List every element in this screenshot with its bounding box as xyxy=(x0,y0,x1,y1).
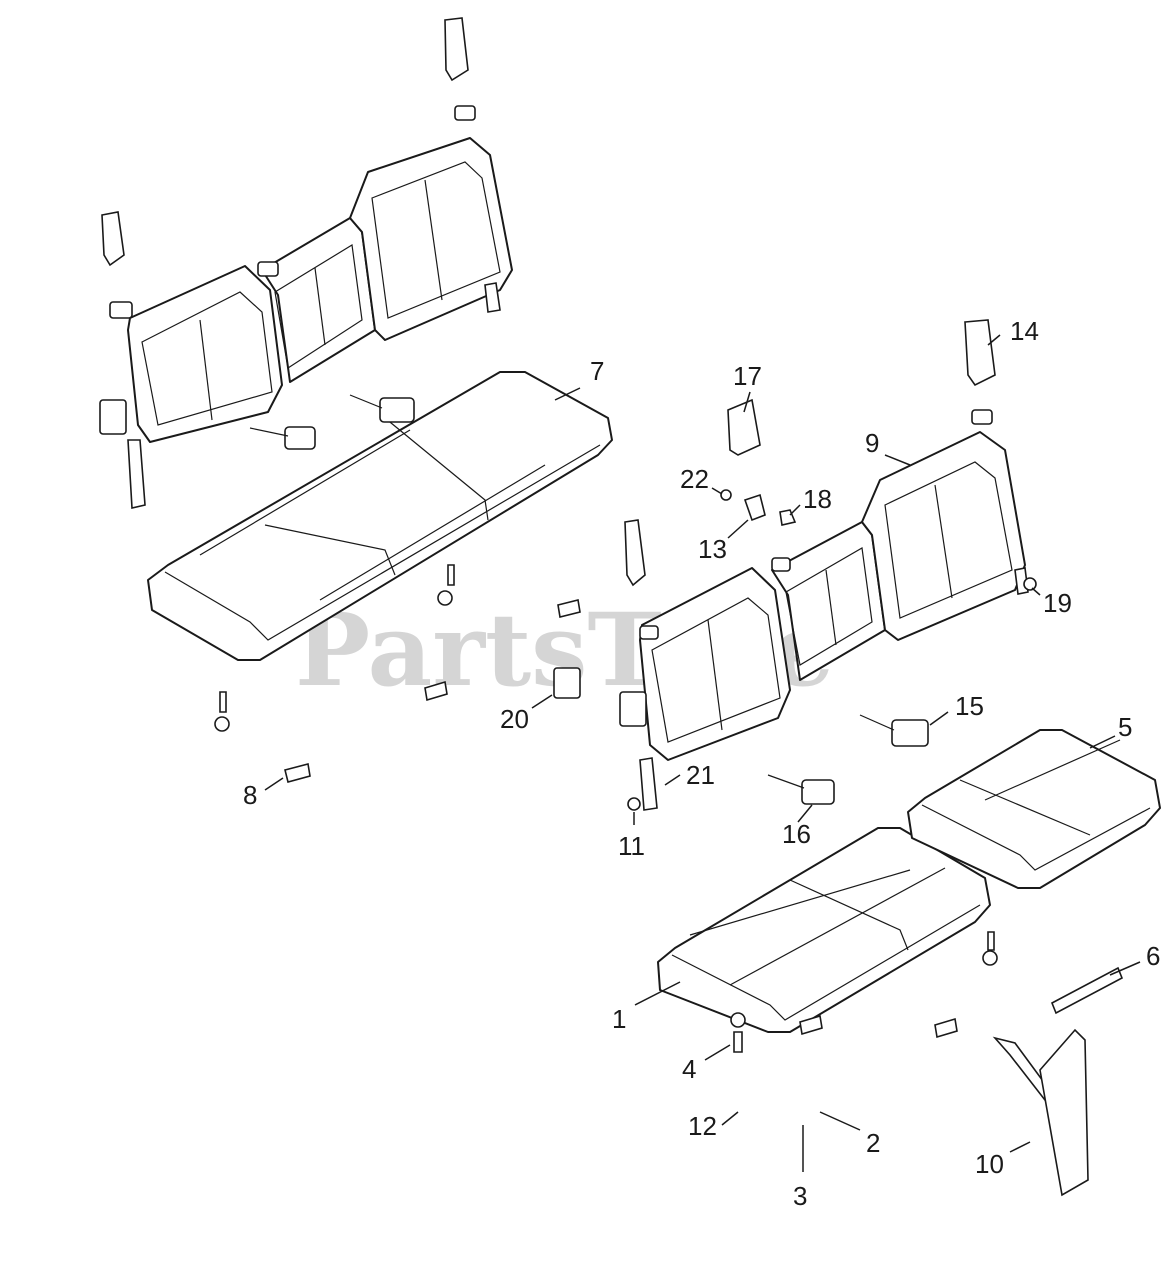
callout-3[interactable]: 3 xyxy=(793,1181,807,1211)
callout-14[interactable]: 14 xyxy=(1010,316,1039,346)
stud-rear xyxy=(447,564,455,586)
nut-12 xyxy=(730,1012,746,1028)
clip-13 xyxy=(743,493,766,522)
callout-19[interactable]: 19 xyxy=(1043,588,1072,618)
stud-4 xyxy=(733,1031,743,1053)
buckle-rear-top xyxy=(454,105,476,121)
front-seat-backrest[interactable] xyxy=(639,431,1026,761)
bracket-rear-center xyxy=(557,599,581,618)
buckle-assembly-rear xyxy=(379,397,415,423)
front-seat-cushion-5[interactable] xyxy=(907,729,1161,889)
callout-7[interactable]: 7 xyxy=(590,356,604,386)
callout-21[interactable]: 21 xyxy=(686,760,715,790)
callout-22[interactable]: 22 xyxy=(680,464,709,494)
block-rear xyxy=(99,399,127,435)
stud-front xyxy=(987,931,995,951)
callout-18[interactable]: 18 xyxy=(803,484,832,514)
callout-12[interactable]: 12 xyxy=(688,1111,717,1141)
washer-22 xyxy=(720,489,732,501)
callout-4[interactable]: 4 xyxy=(682,1054,696,1084)
belt-guide-rear-left xyxy=(101,211,125,267)
callout-10[interactable]: 10 xyxy=(975,1149,1004,1179)
belt-guide-14 xyxy=(964,319,996,387)
buckle-front-left xyxy=(639,625,659,640)
hardware xyxy=(99,17,1124,1197)
callout-17[interactable]: 17 xyxy=(733,361,762,391)
buckle-assembly-16 xyxy=(801,779,835,805)
nut-rear-left xyxy=(214,716,230,732)
bracket-2 xyxy=(799,1014,823,1036)
callout-16[interactable]: 16 xyxy=(782,819,811,849)
callouts: 1 2 3 4 5 6 7 8 9 10 11 12 13 14 15 16 1… xyxy=(243,316,1160,1211)
belt-guide-front-left xyxy=(624,519,646,587)
belt-guide-rear-top xyxy=(444,17,469,82)
buckle-rear-left xyxy=(109,301,133,319)
callout-6[interactable]: 6 xyxy=(1146,941,1160,971)
washer-19 xyxy=(1023,577,1037,591)
buckle-front-mid xyxy=(771,557,791,572)
side-bracket-front xyxy=(639,757,658,811)
rear-seat-backrest[interactable] xyxy=(127,137,513,443)
buckle-rear-mid xyxy=(257,261,279,277)
callout-8[interactable]: 8 xyxy=(243,780,257,810)
nut-front xyxy=(982,950,998,966)
side-bracket-rear xyxy=(127,439,146,509)
buckle-front-right xyxy=(971,409,993,425)
rail-6 xyxy=(1050,966,1124,1015)
block-front xyxy=(619,691,647,727)
callout-13[interactable]: 13 xyxy=(698,534,727,564)
block-20 xyxy=(553,667,581,699)
buckle-assembly-rear-2 xyxy=(284,426,316,450)
side-bracket-rear-right xyxy=(484,282,501,313)
callout-11[interactable]: 11 xyxy=(618,831,645,861)
leader-lines xyxy=(264,334,1141,1172)
buckle-mount-17 xyxy=(727,398,761,456)
callout-1[interactable]: 1 xyxy=(612,1004,626,1034)
rear-seat-cushion[interactable] xyxy=(147,371,613,661)
callout-5[interactable]: 5 xyxy=(1118,712,1132,742)
front-seat-cushion-1[interactable] xyxy=(657,827,991,1033)
callout-20[interactable]: 20 xyxy=(500,704,529,734)
callout-9[interactable]: 9 xyxy=(865,428,879,458)
stud-rear-left xyxy=(219,691,227,713)
callout-2[interactable]: 2 xyxy=(866,1128,880,1158)
callout-15[interactable]: 15 xyxy=(955,691,984,721)
bracket-8 xyxy=(284,763,311,783)
nut-rear xyxy=(437,590,453,606)
bracket-front-right xyxy=(934,1017,958,1039)
bracket-rear-bottom xyxy=(424,680,448,702)
panel-10 xyxy=(1039,1028,1089,1197)
nut-11 xyxy=(627,797,641,811)
buckle-assembly-15 xyxy=(891,719,929,747)
